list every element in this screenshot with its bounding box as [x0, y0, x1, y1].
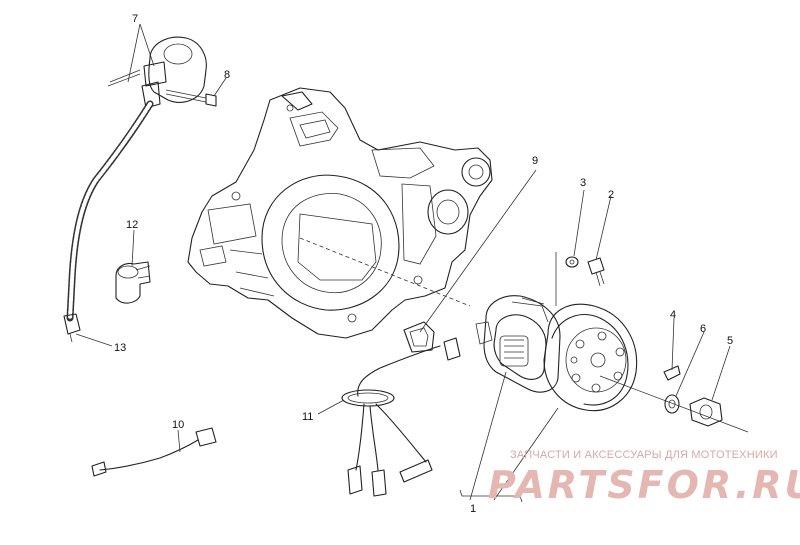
plug-cap-12	[115, 261, 151, 304]
callout-8: 8	[224, 69, 230, 81]
callout-labels: 7 8 12 13 9 3 2 4 6 5 11 10 1	[114, 13, 733, 515]
ht-lead-13	[63, 100, 154, 343]
crankcase	[187, 87, 493, 339]
key-4	[663, 365, 681, 381]
flywheel-axis	[599, 375, 749, 433]
bolt-8	[165, 89, 217, 107]
stator	[475, 295, 561, 393]
callout-2: 2	[608, 189, 614, 201]
washer-6	[664, 394, 680, 414]
callout-10: 10	[172, 419, 184, 431]
callout-1: 1	[470, 503, 476, 515]
ignition-coil-7	[107, 36, 207, 109]
callout-11: 11	[302, 411, 313, 423]
callout-5: 5	[727, 335, 733, 347]
callout-6: 6	[700, 323, 706, 335]
gasket-9	[403, 321, 435, 353]
watermark-logo: PARTSFOR.RU	[488, 463, 800, 507]
nut-5	[689, 397, 723, 427]
watermark-subtitle: ЗАПЧАСТИ И АКСЕССУАРЫ ДЛЯ МОТОТЕХНИКИ	[510, 449, 778, 461]
group-bracket-1	[459, 489, 523, 503]
screw-2	[587, 257, 605, 287]
callout-13: 13	[114, 342, 126, 354]
washer-3	[565, 256, 579, 268]
wire-10	[91, 427, 217, 477]
flywheel	[543, 303, 638, 412]
leader-lines	[75, 23, 731, 501]
harness-11	[341, 337, 461, 497]
callout-4: 4	[670, 309, 676, 321]
callout-7: 7	[132, 13, 138, 25]
callout-3: 3	[580, 177, 586, 189]
callout-12: 12	[126, 219, 138, 231]
center-axis	[299, 237, 471, 307]
callout-9: 9	[532, 155, 538, 167]
